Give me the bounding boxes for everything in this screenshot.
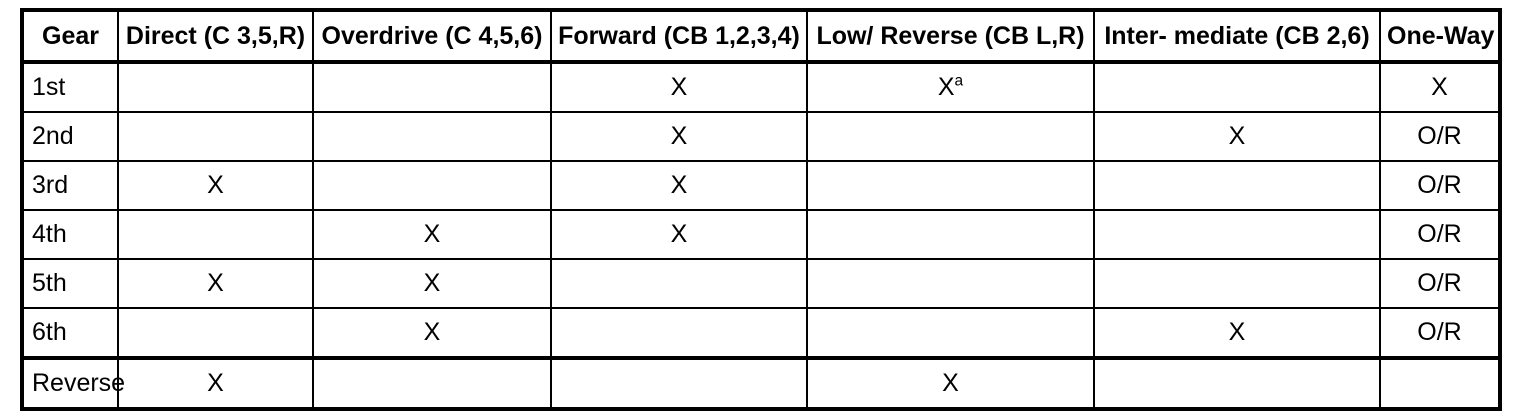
table-body: 1st X Xa X 2nd X X O/R 3rd X [20, 61, 1502, 411]
cell-gear: 5th [20, 258, 119, 309]
footnote-marker-a: a [954, 73, 964, 91]
cell-direct: X [117, 258, 314, 309]
gear-clutch-application-table: Gear Direct (C 3,5,R) Overdrive (C 4,5,6… [20, 8, 1502, 411]
table-row: 1st X Xa X [20, 61, 1502, 113]
cell-intermediate: X [1093, 307, 1381, 359]
table-sheet: Gear Direct (C 3,5,R) Overdrive (C 4,5,6… [20, 8, 1502, 411]
cell-forward: X [550, 111, 808, 162]
cell-intermediate [1093, 356, 1381, 411]
column-header-low-reverse: Low/ Reverse (CB L,R) [806, 8, 1095, 64]
column-header-forward: Forward (CB 1,2,3,4) [550, 8, 808, 64]
cell-direct [117, 307, 314, 359]
column-header-direct: Direct (C 3,5,R) [117, 8, 314, 64]
cell-overdrive [312, 356, 552, 411]
cell-gear: 6th [20, 307, 119, 359]
cell-one-way: O/R [1379, 160, 1502, 211]
table-row: 3rd X X O/R [20, 160, 1502, 211]
cell-gear: 4th [20, 209, 119, 260]
cell-low-reverse [806, 258, 1095, 309]
cell-one-way: O/R [1379, 209, 1502, 260]
cell-direct: X [117, 160, 314, 211]
table-row: 6th X X O/R [20, 307, 1502, 359]
cell-gear: 2nd [20, 111, 119, 162]
cell-overdrive [312, 111, 552, 162]
cell-one-way: X [1379, 61, 1502, 113]
cell-direct [117, 111, 314, 162]
cell-one-way [1379, 356, 1502, 411]
cell-forward [550, 258, 808, 309]
cell-intermediate: X [1093, 111, 1381, 162]
table-header: Gear Direct (C 3,5,R) Overdrive (C 4,5,6… [20, 8, 1502, 64]
column-header-one-way: One-Way [1379, 8, 1502, 64]
cell-gear: Reverse [20, 356, 125, 411]
cell-low-reverse [806, 209, 1095, 260]
cell-overdrive: X [312, 209, 552, 260]
column-header-gear: Gear [20, 8, 119, 64]
header-row: Gear Direct (C 3,5,R) Overdrive (C 4,5,6… [20, 8, 1502, 64]
cell-direct [117, 61, 314, 113]
table-row: 5th X X O/R [20, 258, 1502, 309]
cell-low-reverse [806, 307, 1095, 359]
cell-forward: X [550, 160, 808, 211]
cell-direct [117, 209, 314, 260]
cell-forward [550, 356, 808, 411]
cell-direct: X [117, 356, 314, 411]
table-row: 2nd X X O/R [20, 111, 1502, 162]
cell-gear: 3rd [20, 160, 119, 211]
cell-forward [550, 307, 808, 359]
cell-intermediate [1093, 61, 1381, 113]
cell-forward: X [550, 209, 808, 260]
cell-gear: 1st [20, 61, 119, 113]
table-row: 4th X X O/R [20, 209, 1502, 260]
cell-overdrive: X [312, 258, 552, 309]
cell-low-reverse [806, 111, 1095, 162]
cell-low-reverse-value: X [937, 73, 955, 102]
table-row: Reverse X X [20, 356, 1502, 411]
cell-overdrive [312, 160, 552, 211]
cell-forward: X [550, 61, 808, 113]
cell-intermediate [1093, 258, 1381, 309]
column-header-overdrive: Overdrive (C 4,5,6) [312, 8, 552, 64]
cell-intermediate [1093, 160, 1381, 211]
column-header-intermediate: Inter- mediate (CB 2,6) [1093, 8, 1381, 64]
cell-one-way: O/R [1379, 258, 1502, 309]
cell-low-reverse: X [806, 356, 1095, 411]
cell-low-reverse [806, 160, 1095, 211]
cell-one-way: O/R [1379, 307, 1502, 359]
cell-overdrive [312, 61, 552, 113]
cell-intermediate [1093, 209, 1381, 260]
cell-overdrive: X [312, 307, 552, 359]
cell-low-reverse: Xa [806, 61, 1095, 113]
cell-one-way: O/R [1379, 111, 1502, 162]
